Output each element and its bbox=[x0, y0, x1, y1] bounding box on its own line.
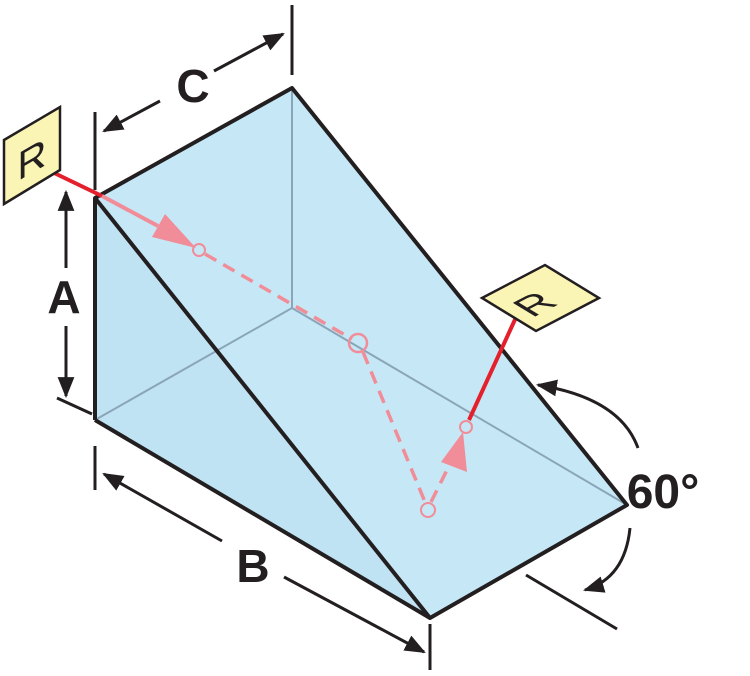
dimension-arrow-c-right bbox=[213, 32, 285, 73]
beam-point-bottom bbox=[420, 502, 436, 518]
reflection-tag-exit: R bbox=[479, 263, 602, 333]
dimension-b: B bbox=[93, 446, 432, 670]
prism-hypotenuse-edge bbox=[93, 196, 432, 620]
dimension-arrow-b-left bbox=[102, 472, 223, 543]
angle-arc-upper bbox=[535, 379, 640, 449]
beam-entry-segment bbox=[101, 194, 159, 228]
incoming-beam bbox=[47, 168, 103, 198]
hidden-edge-bottom-right bbox=[291, 307, 628, 506]
dimension-label-c: C bbox=[176, 60, 209, 112]
beam-internal-1 bbox=[204, 252, 353, 341]
hidden-edge-bottom-left bbox=[94, 307, 293, 421]
angle-label: 60° bbox=[627, 466, 700, 519]
r-tag-exit-box bbox=[479, 263, 602, 333]
reflection-tag-entry: R bbox=[2, 104, 62, 207]
beam-point-exit bbox=[459, 420, 473, 434]
angle-annotation: 60° bbox=[525, 379, 700, 631]
beam-path bbox=[47, 168, 520, 518]
dimension-c: C bbox=[93, 5, 294, 190]
prism-outline bbox=[93, 86, 629, 620]
beam-direction-arrow-in bbox=[152, 214, 196, 248]
beam-internal-3 bbox=[429, 467, 450, 503]
angle-arc-lower bbox=[582, 527, 632, 593]
outgoing-beam bbox=[467, 312, 520, 421]
prism bbox=[93, 86, 629, 620]
dimension-arrow-b-right bbox=[283, 575, 426, 654]
beam-direction-arrow-up bbox=[441, 432, 467, 472]
dimension-label-b: B bbox=[236, 540, 269, 592]
beam-point-entry bbox=[192, 243, 206, 257]
beam-internal-2 bbox=[361, 351, 427, 503]
r-tag-entry-box bbox=[2, 104, 62, 207]
dimension-arrow-c-left bbox=[102, 99, 161, 133]
angle-extension-line bbox=[525, 573, 618, 631]
dimension-label-a: A bbox=[47, 271, 80, 323]
dimension-a: A bbox=[47, 189, 93, 416]
extension-line-a-bottom bbox=[56, 396, 93, 416]
prism-back-face bbox=[95, 88, 627, 618]
beam-point-reflection bbox=[347, 332, 369, 354]
